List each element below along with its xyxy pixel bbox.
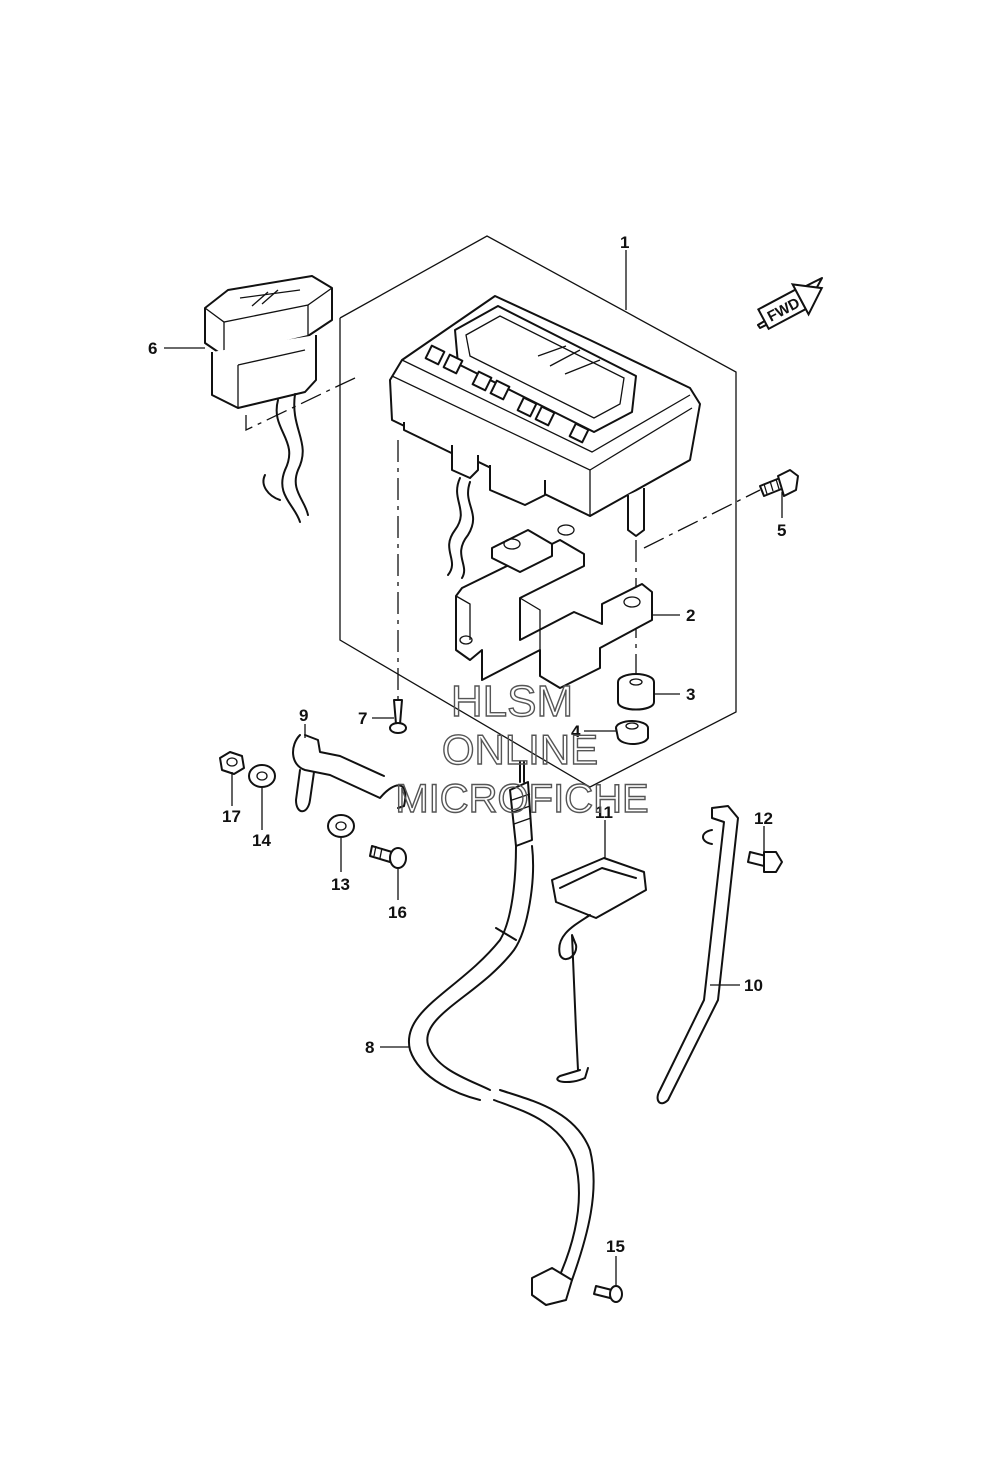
part-6-dash (245, 377, 356, 432)
callout-labels: 1 2 3 4 5 6 7 8 9 10 11 12 13 14 15 16 1… (148, 233, 786, 1256)
part-16-screw (369, 845, 407, 869)
callout-16: 16 (388, 903, 407, 922)
callout-15: 15 (606, 1237, 625, 1256)
part-2-bracket (455, 524, 653, 689)
callout-17: 17 (222, 807, 241, 826)
callout-2: 2 (686, 606, 695, 625)
callout-14: 14 (252, 831, 271, 850)
callout-5: 5 (777, 521, 786, 540)
part-15-screw (593, 1285, 623, 1303)
callout-3: 3 (686, 685, 695, 704)
watermark-line3: MICROFICHE (395, 777, 648, 821)
callout-13: 13 (331, 875, 350, 894)
watermark: HLSM ONLINE MICROFICHE (395, 676, 650, 821)
callout-8: 8 (365, 1038, 374, 1057)
callout-4: 4 (571, 722, 581, 741)
part-4-collar (615, 720, 649, 745)
part-1-meter (389, 295, 701, 579)
fwd-arrow-icon: FWD (756, 277, 824, 331)
callout-1: 1 (620, 233, 629, 252)
leader-lines (164, 250, 783, 1286)
part-6-lamp (204, 275, 333, 523)
part-13-washer (327, 814, 355, 838)
assembly-box (339, 235, 737, 788)
part-10-strap (656, 805, 739, 1105)
part-14-washer (248, 764, 276, 788)
callout-9: 9 (299, 706, 308, 725)
callout-7: 7 (358, 709, 367, 728)
watermark-line1: HLSM (451, 677, 573, 726)
part-17-nut (219, 751, 245, 775)
callout-6: 6 (148, 339, 157, 358)
part-12-bolt (747, 851, 783, 873)
watermark-line2: ONLINE (442, 726, 598, 773)
part-5-dash (643, 489, 761, 549)
part-7-screw (389, 699, 407, 734)
part-8-cable (407, 761, 595, 1306)
callout-11: 11 (595, 803, 613, 822)
part-3-grommet (617, 673, 655, 711)
part-9-clip (292, 734, 407, 813)
part-5-bolt (759, 469, 799, 497)
callout-12: 12 (754, 809, 773, 828)
part-11-clamp (551, 857, 647, 1084)
callout-10: 10 (744, 976, 763, 995)
